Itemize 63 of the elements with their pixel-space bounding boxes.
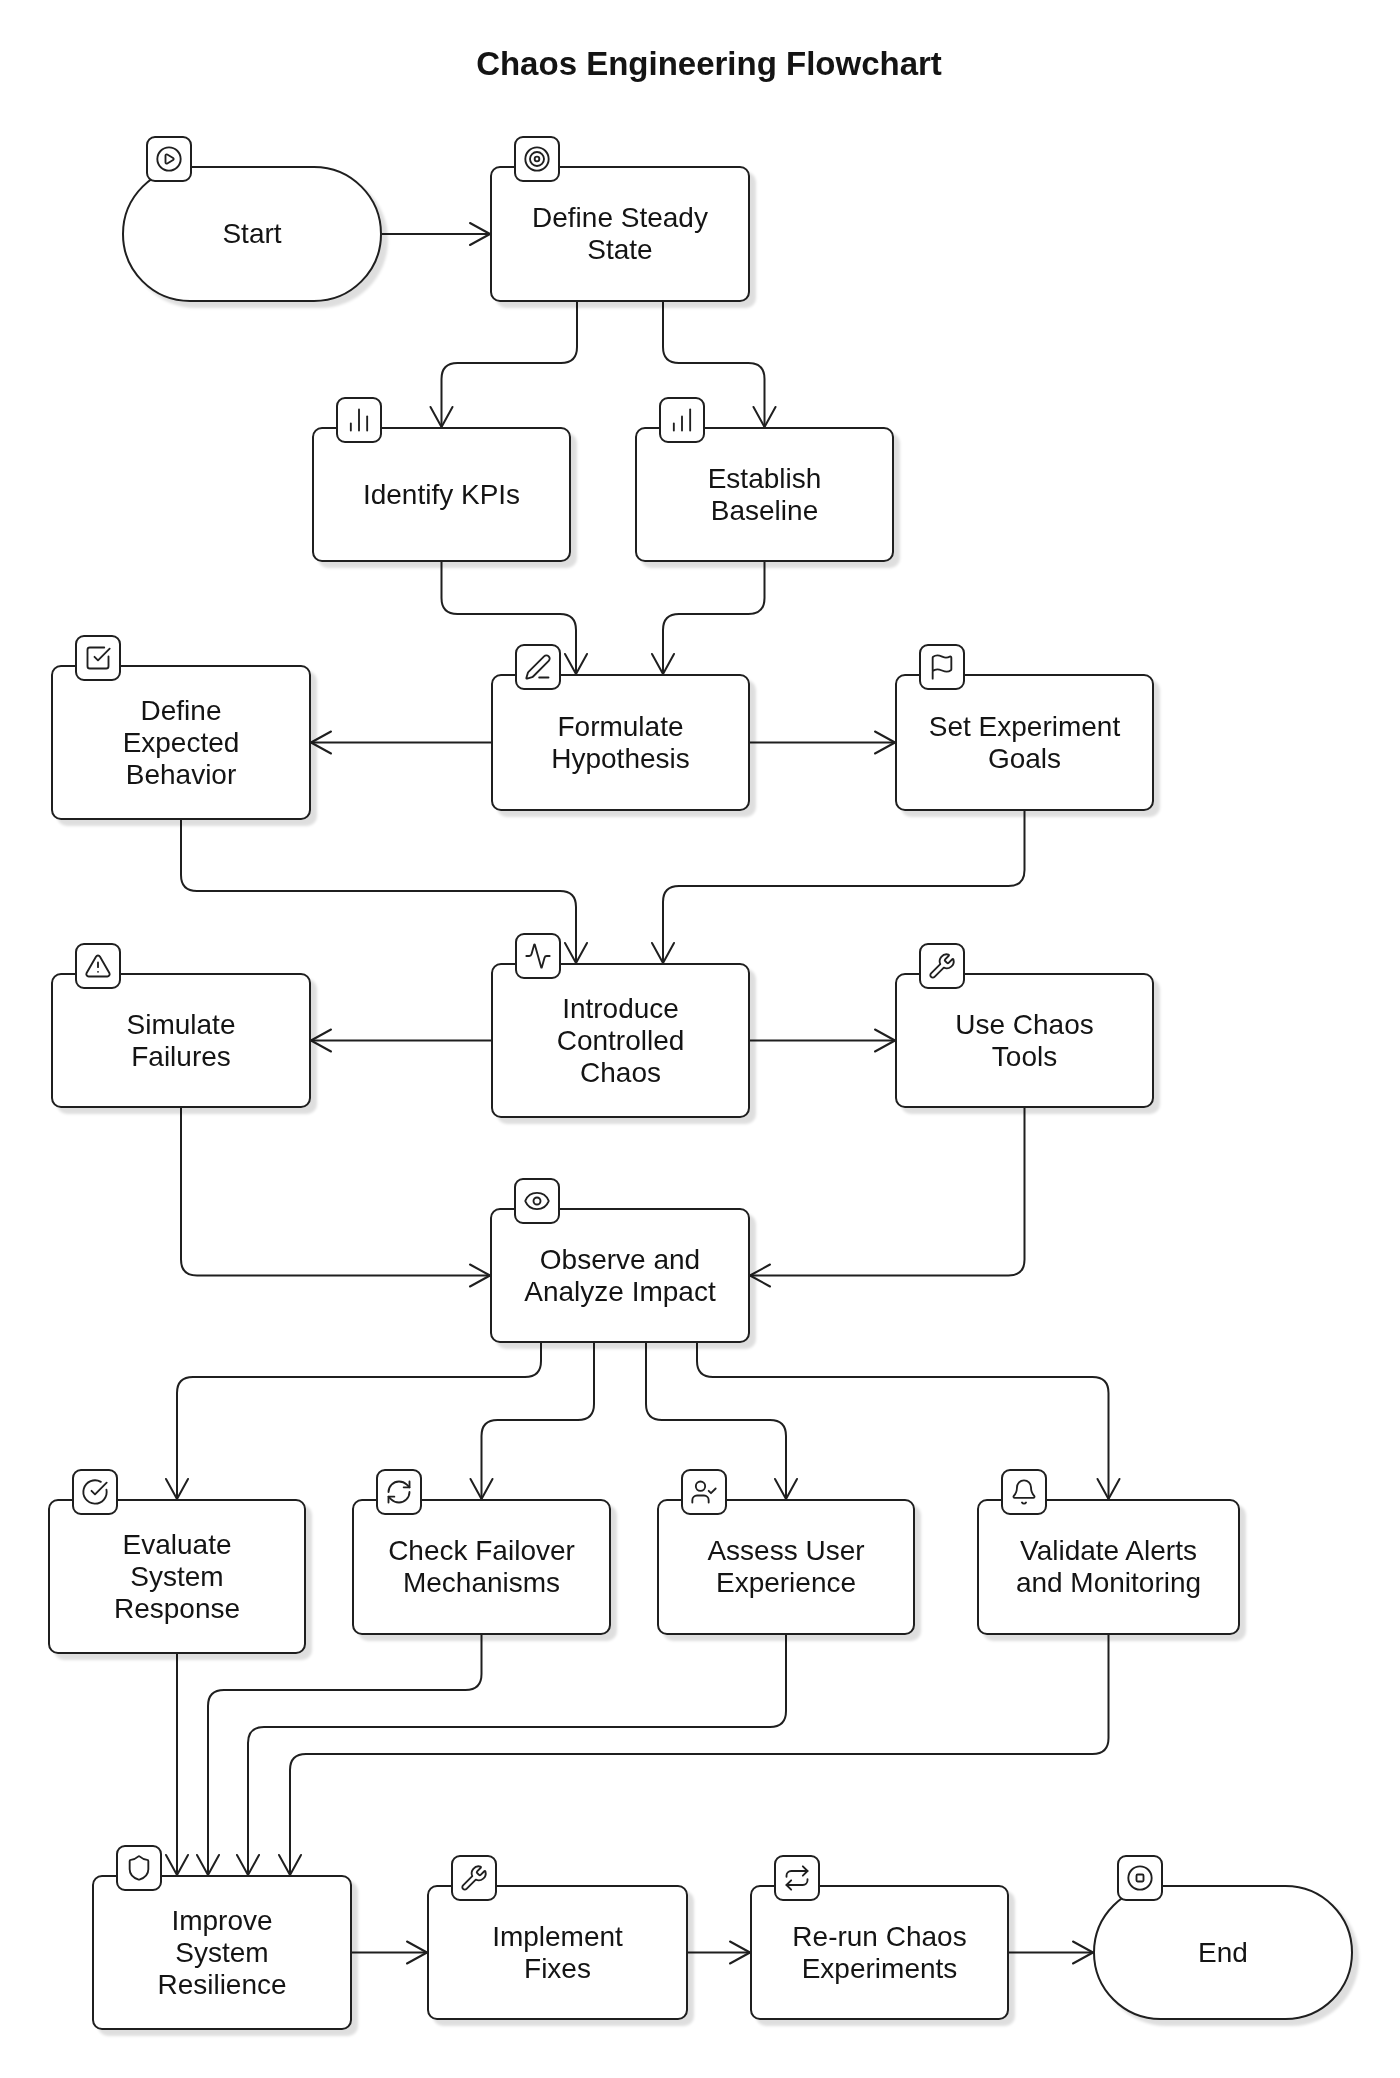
arrow bbox=[180, 1107, 491, 1288]
process-box bbox=[490, 1208, 750, 1343]
arrow bbox=[696, 1342, 1121, 1500]
arrow bbox=[429, 301, 578, 428]
arrow bbox=[440, 561, 588, 675]
process-box bbox=[427, 1885, 688, 2020]
arrow bbox=[651, 561, 766, 675]
diagram-title: Chaos Engineering Flowchart bbox=[476, 44, 942, 84]
node-label: End bbox=[1198, 1936, 1248, 1969]
arrow bbox=[687, 1940, 751, 1965]
process-box bbox=[491, 674, 750, 811]
node-label: Check Failover Mechanisms bbox=[387, 1535, 576, 1599]
process-box bbox=[895, 973, 1154, 1108]
node-label: Improve System Resilience bbox=[156, 1904, 288, 2001]
arrow bbox=[469, 1342, 595, 1500]
arrow bbox=[1008, 1940, 1094, 1965]
arrow bbox=[651, 810, 1026, 964]
node-label: Evaluate System Response bbox=[112, 1528, 242, 1625]
terminal-pill bbox=[122, 166, 382, 302]
node-label: Establish Baseline bbox=[706, 462, 823, 527]
process-box bbox=[51, 973, 311, 1108]
node-label: Start bbox=[222, 218, 282, 250]
process-box bbox=[635, 427, 894, 562]
node-label: Validate Alerts and Monitoring bbox=[1014, 1535, 1203, 1599]
terminal-pill bbox=[1093, 1885, 1353, 2020]
process-box bbox=[491, 963, 750, 1118]
process-box bbox=[657, 1499, 915, 1635]
node-label: Implement Fixes bbox=[491, 1920, 624, 1985]
process-box bbox=[51, 665, 311, 820]
arrow bbox=[310, 730, 492, 755]
node-label: Formulate Hypothesis bbox=[550, 710, 691, 775]
arrow bbox=[310, 1028, 492, 1053]
node-label: Define Expected Behavior bbox=[121, 694, 241, 791]
arrow bbox=[662, 301, 777, 428]
process-box bbox=[977, 1499, 1240, 1635]
arrow bbox=[196, 1634, 483, 1876]
node-label: Define Steady State bbox=[531, 202, 709, 266]
arrow bbox=[645, 1342, 798, 1500]
process-box bbox=[352, 1499, 611, 1635]
node-label: Re-run Chaos Experiments bbox=[791, 1920, 968, 1985]
arrow bbox=[180, 819, 588, 964]
node-label: Assess User Experience bbox=[706, 1535, 866, 1599]
arrow bbox=[749, 1028, 896, 1053]
node-label: Simulate Failures bbox=[125, 1008, 237, 1073]
process-box bbox=[750, 1885, 1009, 2020]
arrow bbox=[749, 1107, 1026, 1288]
process-box bbox=[92, 1875, 352, 2030]
node-label: Identify KPIs bbox=[362, 478, 521, 511]
arrow bbox=[351, 1940, 428, 1965]
arrow bbox=[165, 1653, 189, 1876]
arrow bbox=[749, 730, 896, 755]
process-box bbox=[48, 1499, 306, 1654]
arrow bbox=[381, 222, 491, 246]
arrow bbox=[165, 1342, 542, 1500]
node-label: Set Experiment Goals bbox=[927, 710, 1122, 775]
arrow bbox=[236, 1634, 787, 1876]
node-label: Introduce Controlled Chaos bbox=[555, 992, 686, 1089]
process-box bbox=[312, 427, 571, 562]
node-label: Use Chaos Tools bbox=[954, 1008, 1095, 1073]
process-box bbox=[490, 166, 750, 302]
arrow bbox=[278, 1634, 1110, 1876]
process-box bbox=[895, 674, 1154, 811]
node-label: Observe and Analyze Impact bbox=[523, 1243, 717, 1308]
